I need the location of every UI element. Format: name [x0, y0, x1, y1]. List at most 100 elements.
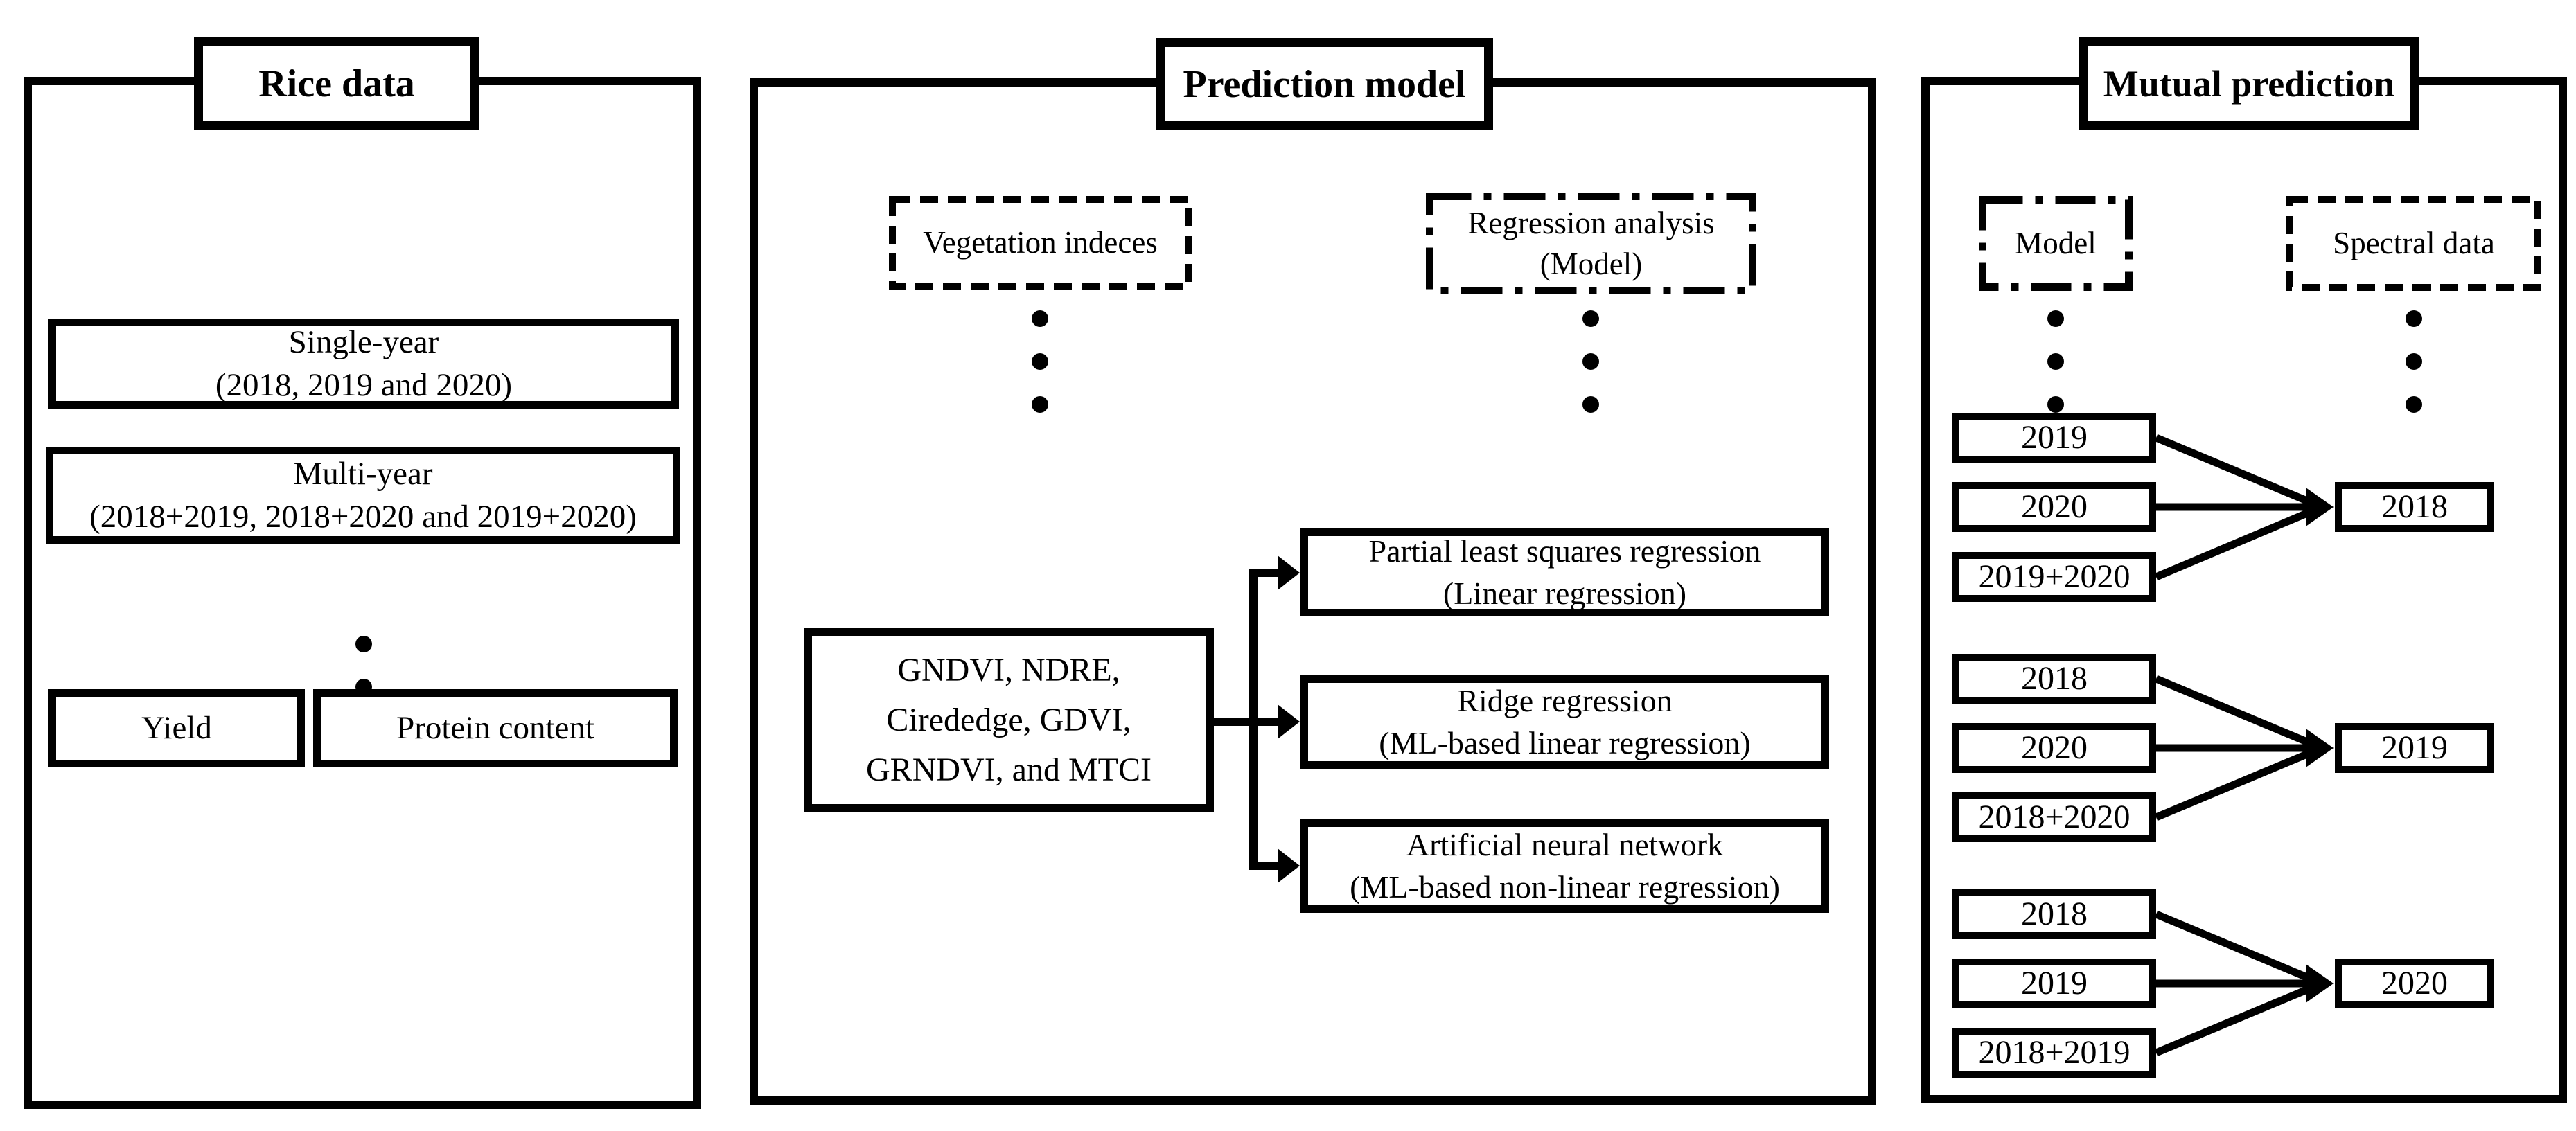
ridge-regression-box: Ridge regression (ML-based linear regres… [1300, 675, 1829, 769]
ellipsis-dot [2406, 353, 2422, 370]
group2-source-2018-2020: 2018+2020 [1952, 792, 2156, 842]
year-label: 2018+2020 [1978, 799, 2131, 836]
year-label: 2020 [2381, 965, 2448, 1002]
spectral-data-label: Spectral data [2333, 226, 2495, 261]
line-2018-to-2020 [2154, 910, 2319, 986]
line-2019-2020-to-2018 [2154, 505, 2319, 581]
ellipsis-dot [1032, 310, 1048, 327]
multi-year-box: Multi-year (2018+2019, 2018+2020 and 201… [46, 447, 680, 544]
year-label: 2020 [2021, 488, 2088, 526]
ellipsis-dot [355, 636, 372, 652]
year-label: 2019 [2021, 419, 2088, 456]
vertical-ellipsis-icon [2406, 310, 2422, 413]
ellipsis-dot [1032, 396, 1048, 413]
group1-source-2019: 2019 [1952, 413, 2156, 463]
line-2019-to-2018 [2154, 434, 2319, 509]
ann-line2: (ML-based non-linear regression) [1350, 869, 1780, 905]
arrowhead-2018-icon [2306, 488, 2334, 526]
vegetation-indices-label: Vegetation indeces [923, 225, 1158, 260]
mutual-group3-lines [2154, 910, 2319, 1057]
arrowhead-ann-icon [1278, 848, 1300, 883]
single-year-box: Single-year (2018, 2019 and 2020) [48, 319, 679, 409]
prediction-model-title-label: Prediction model [1183, 62, 1466, 106]
regression-analysis-box: Regression analysis (Model) [1426, 193, 1756, 294]
mutual-group2-lines [2154, 675, 2319, 821]
rice-data-panel-title: Rice data [194, 37, 479, 130]
group2-target-2019: 2019 [2335, 723, 2494, 773]
ellipsis-dot [1582, 396, 1599, 413]
vi-list-line2: Cirededge, GDVI, [886, 702, 1131, 738]
ellipsis-dot [2047, 396, 2064, 413]
arrowhead-2020-icon [2306, 964, 2334, 1003]
ellipsis-dot [2406, 396, 2422, 413]
regression-analysis-line1: Regression analysis [1467, 206, 1715, 240]
yield-box: Yield [48, 689, 305, 767]
ellipsis-dot [1582, 353, 1599, 370]
yield-label: Yield [141, 710, 212, 747]
year-label: 2019+2020 [1978, 558, 2131, 596]
model-box: Model [1979, 196, 2133, 291]
dashed-border [2286, 196, 2541, 291]
vertical-ellipsis-icon [1582, 310, 1599, 413]
regression-analysis-line2: (Model) [1540, 246, 1643, 281]
rice-data-panel [24, 77, 701, 1109]
year-label: 2020 [2021, 729, 2088, 767]
arrowhead-2019-icon [2306, 729, 2334, 767]
vegetation-index-list-box: GNDVI, NDRE, Cirededge, GDVI, GRNDVI, an… [804, 628, 1214, 812]
group1-target-2018: 2018 [2335, 482, 2494, 532]
vi-list-line1: GNDVI, NDRE, [897, 652, 1120, 688]
protein-content-label: Protein content [396, 710, 594, 747]
dashed-border [889, 196, 1192, 290]
mutual-prediction-panel-title: Mutual prediction [2079, 37, 2419, 130]
multi-year-line2: (2018+2019, 2018+2020 and 2019+2020) [89, 499, 637, 535]
prediction-arrow-lines [1214, 569, 1282, 870]
dash-dot-border [1426, 193, 1756, 294]
group3-source-2019: 2019 [1952, 959, 2156, 1008]
ridge-line1: Ridge regression [1457, 682, 1673, 718]
ellipsis-dot [2406, 310, 2422, 327]
year-label: 2018 [2021, 896, 2088, 933]
ridge-line2: (ML-based linear regression) [1379, 724, 1751, 760]
year-label: 2018 [2381, 488, 2448, 526]
group3-target-2020: 2020 [2335, 959, 2494, 1008]
prediction-model-panel-title: Prediction model [1156, 38, 1493, 130]
rice-data-title-label: Rice data [258, 62, 415, 105]
arrowhead-pls-icon [1278, 555, 1300, 590]
spectral-data-box: Spectral data [2286, 196, 2541, 291]
line-2018-2020-to-2019 [2154, 746, 2319, 821]
prediction-arrowheads [1278, 555, 1300, 883]
group2-source-2018: 2018 [1952, 654, 2156, 704]
ann-line1: Artificial neural network [1406, 826, 1724, 862]
group1-source-2020: 2020 [1952, 482, 2156, 532]
line-2018-2019-to-2020 [2154, 981, 2319, 1057]
ann-box: Artificial neural network (ML-based non-… [1300, 819, 1829, 913]
year-label: 2019 [2381, 729, 2448, 767]
pls-line2: (Linear regression) [1443, 575, 1687, 611]
ellipsis-dot [2047, 353, 2064, 370]
model-label: Model [2015, 226, 2097, 261]
vi-list-line3: GRNDVI, and MTCI [866, 751, 1152, 788]
ellipsis-dot [2047, 310, 2064, 327]
pls-regression-box: Partial least squares regression (Linear… [1300, 528, 1829, 616]
mutual-group1-lines [2154, 434, 2319, 581]
group3-source-2018: 2018 [1952, 889, 2156, 939]
year-label: 2018+2019 [1978, 1034, 2131, 1071]
group1-source-2019-2020: 2019+2020 [1952, 552, 2156, 602]
mutual-prediction-title-label: Mutual prediction [2103, 62, 2395, 105]
vertical-ellipsis-icon [1032, 310, 1048, 413]
single-year-line1: Single-year [288, 323, 439, 360]
year-label: 2018 [2021, 660, 2088, 697]
ellipsis-dot [1032, 353, 1048, 370]
vegetation-indices-box: Vegetation indeces [889, 196, 1192, 290]
protein-content-box: Protein content [313, 689, 678, 767]
group3-source-2018-2019: 2018+2019 [1952, 1028, 2156, 1078]
single-year-line2: (2018, 2019 and 2020) [215, 367, 513, 403]
dash-dot-border [1979, 196, 2133, 291]
line-2018-to-2019 [2154, 675, 2319, 750]
vertical-ellipsis-icon [2047, 310, 2064, 413]
group2-source-2020: 2020 [1952, 723, 2156, 773]
multi-year-line1: Multi-year [293, 455, 433, 492]
year-label: 2019 [2021, 965, 2088, 1002]
ellipsis-dot [1582, 310, 1599, 327]
